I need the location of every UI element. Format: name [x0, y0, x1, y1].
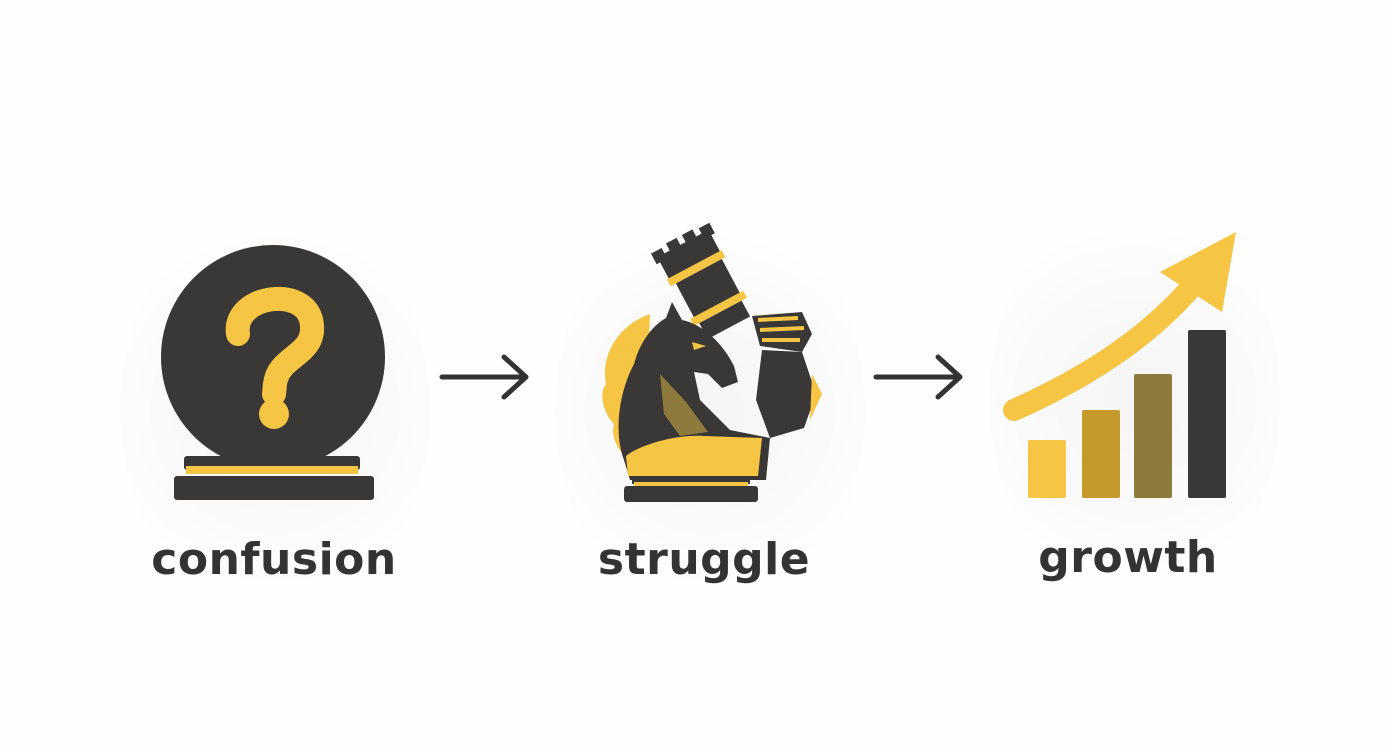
step-label-growth: growth [1038, 532, 1218, 583]
step-label-confusion: confusion [151, 534, 397, 585]
question-mark-orb-icon [161, 245, 385, 500]
step-label-struggle: struggle [597, 534, 811, 585]
arrow-right-icon [439, 354, 529, 400]
knight-lifting-rook-icon [602, 222, 822, 502]
arrow-right-icon [873, 354, 963, 400]
rising-bar-chart-icon [1003, 232, 1236, 498]
